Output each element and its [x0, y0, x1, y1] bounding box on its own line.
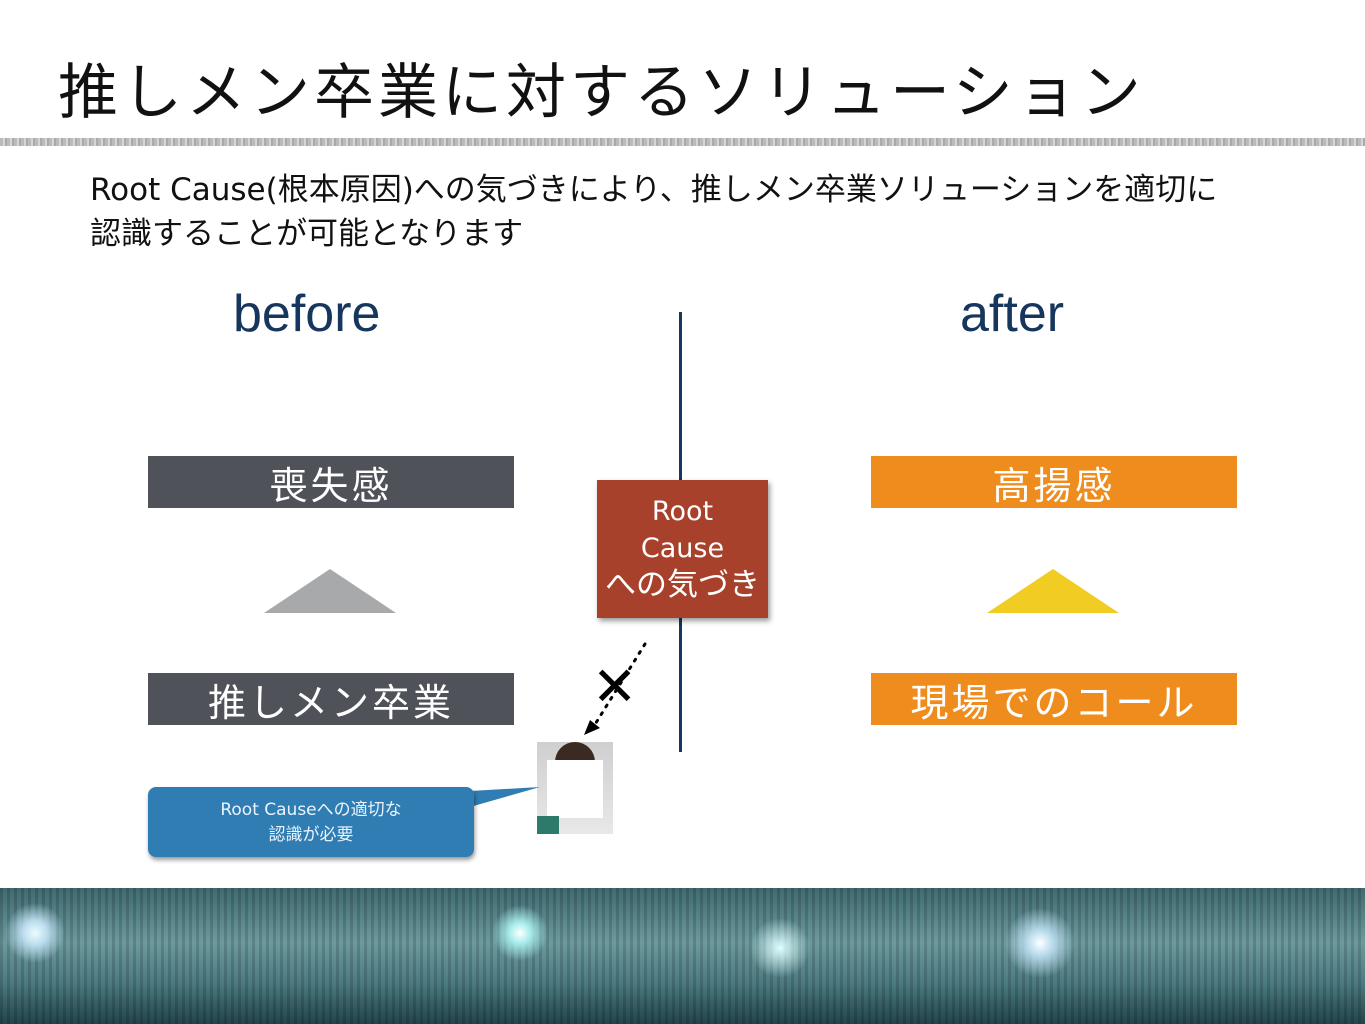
after-top-box: 高揚感	[871, 456, 1237, 508]
bubble-line2: 認識が必要	[268, 825, 354, 845]
root-cause-box: Root Cause への気づき	[597, 480, 768, 618]
speech-bubble: Root Causeへの適切な 認識が必要	[148, 787, 474, 857]
person-photo	[537, 742, 613, 834]
bubble-line1: Root Causeへの適切な	[220, 800, 402, 820]
slide-title: 推しメン卒業に対するソリューション	[58, 58, 1145, 128]
dotted-arrow-icon	[584, 642, 647, 735]
speech-bubble-tail	[470, 787, 540, 807]
cross-mark-icon: ✕	[592, 655, 638, 718]
before-bottom-box: 推しメン卒業	[148, 673, 514, 725]
after-bottom-box: 現場でのコール	[871, 673, 1237, 725]
after-triangle-icon	[987, 569, 1119, 613]
after-heading: after	[960, 285, 1065, 343]
root-cause-line2: Cause	[640, 533, 725, 564]
title-divider	[0, 138, 1365, 146]
root-cause-line3: への気づき	[605, 567, 760, 603]
slide-subtitle: Root Cause(根本原因)への気づきにより、推しメン卒業ソリューションを適…	[90, 172, 1218, 252]
before-heading: before	[233, 285, 381, 343]
root-cause-line1: Root	[651, 496, 714, 527]
before-triangle-icon	[264, 569, 396, 613]
concert-banner-image	[0, 888, 1365, 1024]
before-top-box: 喪失感	[148, 456, 514, 508]
